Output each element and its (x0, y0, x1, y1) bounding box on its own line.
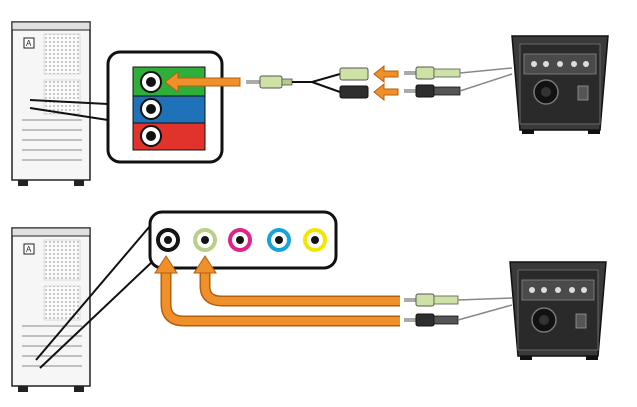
audio-plug-icon (339, 85, 369, 99)
audio-jack-icon (228, 228, 252, 252)
audio-jack-icon (193, 228, 217, 252)
audio-plug-icon (404, 313, 459, 327)
pc-tower-icon: A (11, 227, 91, 392)
audio-jack-icon (140, 71, 162, 93)
audio-plug-icon (404, 66, 461, 80)
audio-jack-icon (156, 228, 180, 252)
pc-tower-icon: A (11, 21, 91, 186)
svg-text:A: A (26, 39, 32, 48)
svg-text:A: A (26, 245, 32, 254)
audio-jack-icon (140, 98, 162, 120)
audio-panel-top (106, 50, 224, 164)
arrow-left-icon (154, 255, 400, 327)
audio-jack-icon (140, 125, 162, 147)
audio-jack-icon (303, 228, 327, 252)
arrow-left-icon (193, 255, 400, 307)
arrow-left-icon (164, 70, 241, 94)
subwoofer-icon (509, 261, 607, 360)
arrow-left-icon (373, 64, 399, 84)
audio-plug-icon (404, 293, 459, 307)
subwoofer-icon (511, 35, 609, 134)
audio-plug-icon (404, 84, 461, 98)
audio-plug-icon (339, 67, 369, 81)
audio-plug-icon (246, 75, 293, 89)
audio-panel-bottom (148, 210, 338, 270)
arrow-left-icon (373, 82, 399, 102)
audio-jack-icon (267, 228, 291, 252)
